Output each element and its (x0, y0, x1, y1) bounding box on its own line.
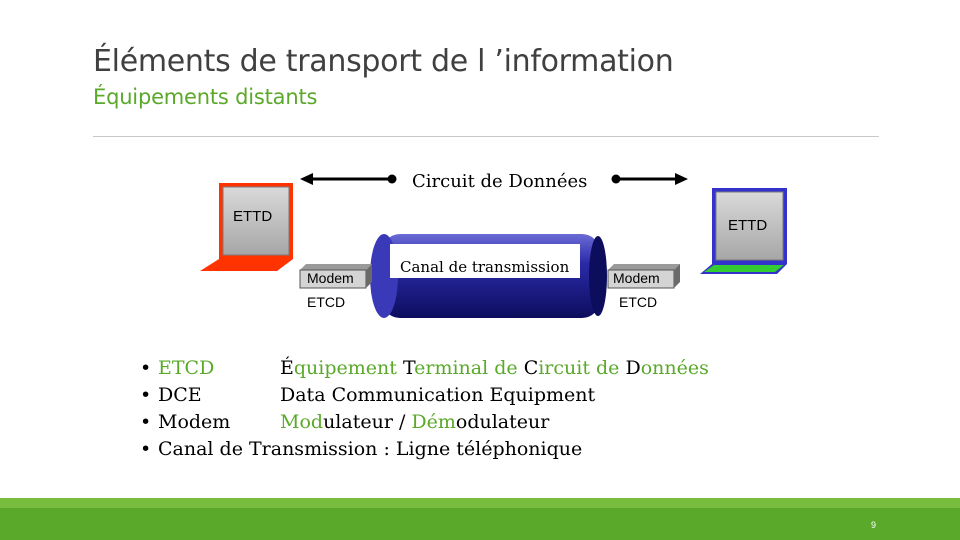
term-dce: DCE (158, 384, 202, 406)
transmission-channel (370, 234, 607, 318)
slide-title: Éléments de transport de l ’information (93, 44, 674, 79)
desc-modem: Modulateur / Démodulateur (280, 411, 550, 433)
bullet-icon: • (140, 411, 152, 433)
term-canal: Canal de Transmission : Ligne téléphoniq… (158, 438, 583, 460)
right-etcd-label: ETCD (619, 294, 658, 310)
title-divider (93, 136, 879, 137)
left-ettd-label: ETTD (233, 208, 273, 225)
left-terminal (200, 183, 293, 271)
channel-label: Canal de transmission (400, 258, 570, 276)
right-modem (607, 264, 680, 289)
left-modem (299, 264, 372, 289)
circuit-label: Circuit de Données (412, 171, 588, 192)
right-ettd-label: ETTD (728, 217, 768, 234)
desc-dce: Data Communication Equipment (280, 384, 596, 406)
right-modem-label: Modem (613, 270, 660, 286)
bullet-icon: • (140, 384, 152, 406)
right-terminal (700, 188, 787, 274)
desc-etcd: Équipement Terminal de Circuit de Donnée… (280, 357, 709, 379)
term-etcd: ETCD (158, 357, 215, 379)
list-item: • Canal de Transmission : Ligne téléphon… (140, 436, 582, 463)
slide-subtitle: Équipements distants (93, 85, 318, 109)
left-modem-label: Modem (307, 270, 354, 286)
list-item: • Modem Modulateur / Démodulateur (140, 409, 549, 436)
bullet-icon: • (140, 438, 152, 460)
bullet-icon: • (140, 357, 152, 379)
circuit-arrow-left (300, 173, 397, 185)
circuit-arrow-right (611, 173, 688, 185)
list-item: • ETCD Équipement Terminal de Circuit de… (140, 355, 709, 382)
term-modem: Modem (158, 411, 231, 433)
list-item: • DCE Data Communication Equipment (140, 382, 595, 409)
left-etcd-label: ETCD (307, 294, 346, 310)
page-number: 9 (870, 520, 876, 530)
footer-accent (0, 498, 960, 508)
